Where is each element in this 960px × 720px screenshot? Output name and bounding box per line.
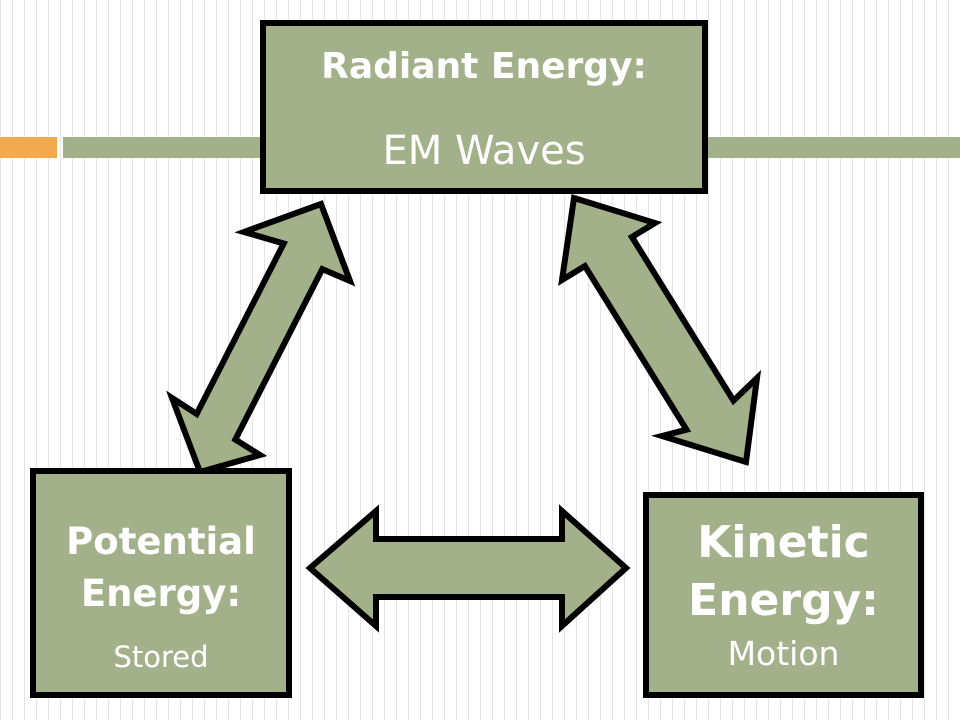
arrow-radiant-kinetic [558, 194, 762, 466]
arrow-radiant-potential [165, 200, 356, 476]
radiant-title: Radiant Energy: [321, 46, 647, 87]
kinetic-subtitle: Motion [727, 634, 840, 673]
green-accent-bar-right [702, 137, 960, 158]
radiant-energy-box: Radiant Energy: EM Waves [260, 20, 708, 194]
green-accent-bar-left [63, 137, 265, 158]
kinetic-title-line2: Energy: [688, 575, 879, 626]
kinetic-energy-box: Kinetic Energy: Motion [643, 492, 924, 698]
potential-subtitle: Stored [113, 640, 209, 674]
orange-accent-bar [0, 137, 57, 158]
potential-title-line1: Potential [66, 520, 256, 563]
potential-title: Potential Energy: [36, 516, 286, 620]
arrow-potential-kinetic [305, 504, 631, 633]
potential-energy-box: Potential Energy: Stored [30, 468, 292, 698]
kinetic-title: Kinetic Energy: [649, 514, 918, 630]
radiant-subtitle: EM Waves [382, 128, 586, 174]
kinetic-title-line1: Kinetic [697, 517, 870, 568]
potential-title-line2: Energy: [80, 572, 242, 615]
